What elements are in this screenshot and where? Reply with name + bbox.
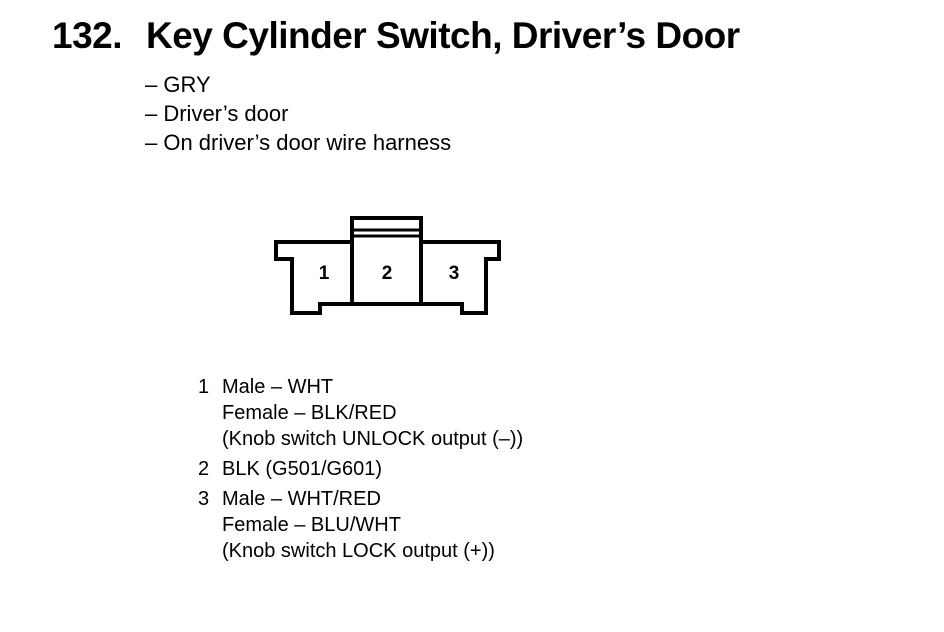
connector-diagram: 1 2 3 [274, 216, 501, 315]
terminal-label-1: 1 [319, 263, 330, 284]
pin-entry-1: 1 Male – WHT Female – BLK/RED (Knob swit… [198, 374, 523, 452]
pin-female-wire: Female – BLU/WHT [222, 514, 401, 536]
pin-female-wire: Female – BLK/RED [222, 402, 397, 424]
pin-male-wire: Male – WHT/RED [222, 488, 381, 510]
pin-number: 1 [198, 376, 210, 398]
pin-function: (Knob switch LOCK output (+)) [222, 540, 495, 562]
terminal-label-3: 3 [449, 263, 460, 284]
page-title: 132. Key Cylinder Switch, Driver’s Door [52, 15, 740, 57]
pin-number: 2 [198, 458, 210, 480]
connector-housing [274, 216, 501, 315]
connector-color: – GRY [145, 72, 211, 97]
pin-entry-2: 2 BLK (G501/G601) [198, 456, 523, 482]
pin-number: 3 [198, 488, 210, 510]
title-number: 132. [52, 15, 123, 56]
connector-harness: – On driver’s door wire harness [145, 130, 452, 155]
pin-list: 1 Male – WHT Female – BLK/RED (Knob swit… [198, 374, 523, 568]
terminal-label-2: 2 [382, 263, 393, 284]
pin-entry-3: 3 Male – WHT/RED Female – BLU/WHT (Knob … [198, 486, 523, 564]
connector-description: – GRY – Driver’s door – On driver’s door… [145, 70, 451, 157]
pin-male-wire: Male – WHT [222, 376, 334, 398]
connector-location: – Driver’s door [145, 101, 289, 126]
pin-function: (Knob switch UNLOCK output (–)) [222, 428, 524, 450]
pin-wire: BLK (G501/G601) [222, 458, 383, 480]
title-text: Key Cylinder Switch, Driver’s Door [146, 15, 740, 56]
